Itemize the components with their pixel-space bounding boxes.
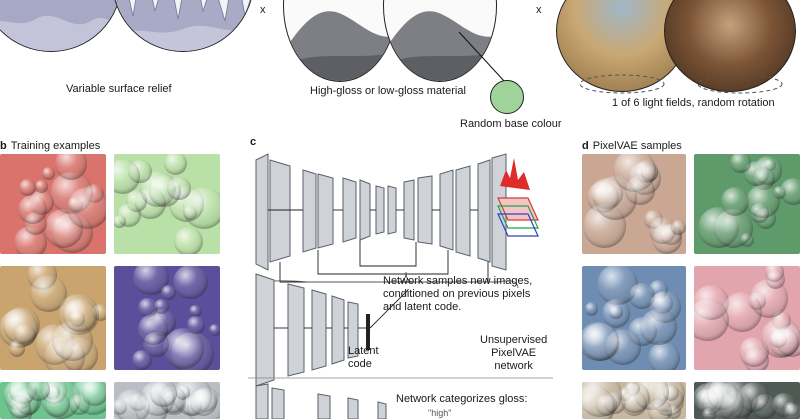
sample-tile-2 bbox=[694, 154, 800, 254]
training-tile-2 bbox=[114, 154, 220, 254]
panel-d-title: PixelVAE samples bbox=[592, 140, 682, 152]
texture-bubble bbox=[609, 305, 623, 319]
relief-illustration-1 bbox=[0, 0, 121, 51]
texture-bubble bbox=[18, 178, 36, 197]
texture-bubble bbox=[161, 285, 177, 301]
texture-bubble bbox=[694, 298, 729, 342]
sample-tile-5 bbox=[582, 382, 686, 419]
texture-bubble bbox=[584, 302, 598, 316]
texture-bubble bbox=[41, 166, 55, 180]
texture-bubble bbox=[154, 298, 170, 314]
texture-bubble bbox=[138, 297, 158, 317]
texture-bubble bbox=[619, 383, 651, 414]
relief-caption: Variable surface relief bbox=[66, 83, 172, 95]
texture-bubble bbox=[784, 403, 800, 419]
training-tile-1 bbox=[0, 154, 106, 254]
texture-bubble bbox=[18, 195, 48, 224]
base-colour-swatch bbox=[490, 80, 524, 114]
texture-bubble bbox=[640, 308, 677, 346]
samples-note: Network samples new images, conditioned … bbox=[383, 275, 533, 313]
latent-code-label: Latent code bbox=[348, 345, 379, 370]
gloss-word: "high" bbox=[428, 408, 452, 418]
light-caption: 1 of 6 light fields, random rotation bbox=[612, 97, 775, 109]
sample-tile-6 bbox=[694, 382, 800, 419]
texture-bubble bbox=[173, 266, 208, 300]
texture-bubble bbox=[8, 340, 26, 357]
network-architecture bbox=[248, 153, 553, 419]
texture-bubble bbox=[648, 341, 681, 370]
texture-bubble bbox=[162, 328, 204, 370]
rotation-arrows bbox=[579, 74, 783, 94]
multiply-sign-2: x bbox=[536, 4, 542, 16]
gloss-note: Network categorizes gloss: bbox=[396, 393, 528, 405]
texture-bubble bbox=[720, 391, 753, 419]
texture-bubble bbox=[721, 187, 750, 216]
sample-tile-3 bbox=[582, 266, 686, 370]
texture-bubble bbox=[8, 396, 32, 419]
training-tile-4 bbox=[114, 266, 220, 370]
texture-bubble bbox=[82, 382, 106, 407]
texture-bubble bbox=[3, 307, 40, 344]
texture-bubble bbox=[54, 154, 88, 180]
panel-b-letter: b bbox=[0, 140, 7, 152]
texture-bubble bbox=[187, 316, 205, 334]
texture-bubble bbox=[208, 323, 220, 337]
texture-bubble bbox=[67, 187, 106, 230]
sample-tile-1 bbox=[582, 154, 686, 254]
texture-bubble bbox=[137, 314, 169, 345]
base-colour-caption: Random base colour bbox=[460, 118, 562, 130]
texture-bubble bbox=[27, 382, 51, 402]
training-tile-5 bbox=[0, 382, 106, 419]
panel-b-title: Training examples bbox=[10, 140, 101, 152]
texture-bubble bbox=[149, 382, 177, 407]
training-tile-3 bbox=[0, 266, 106, 370]
material-illustration-1 bbox=[284, 11, 396, 81]
texture-bubble bbox=[34, 180, 48, 193]
pointer-line bbox=[458, 31, 506, 83]
panel-c-letter: c bbox=[250, 136, 257, 148]
surface-relief-dome-2 bbox=[112, 0, 254, 52]
texture-bubble bbox=[187, 388, 220, 419]
texture-bubble bbox=[173, 226, 203, 254]
texture-bubble bbox=[753, 168, 775, 191]
relief-illustration-2 bbox=[113, 0, 253, 51]
texture-bubble bbox=[761, 317, 800, 358]
texture-bubble bbox=[62, 337, 98, 370]
material-caption: High-gloss or low-gloss material bbox=[310, 85, 466, 97]
texture-bubble bbox=[671, 220, 686, 235]
surface-relief-dome-1 bbox=[0, 0, 122, 52]
texture-bubble bbox=[625, 175, 656, 206]
texture-bubble bbox=[647, 398, 673, 419]
sample-tile-4 bbox=[694, 266, 800, 370]
texture-bubble bbox=[730, 154, 752, 173]
texture-bubble bbox=[114, 214, 127, 229]
texture-bubble bbox=[582, 321, 619, 362]
material-dome-1 bbox=[283, 0, 397, 82]
panel-d-letter: d bbox=[582, 140, 589, 152]
texture-bubble bbox=[63, 298, 97, 333]
texture-bubble bbox=[163, 154, 187, 175]
texture-bubble bbox=[746, 185, 780, 219]
texture-bubble bbox=[189, 304, 202, 318]
texture-bubble bbox=[766, 269, 786, 289]
texture-bubble bbox=[779, 178, 800, 206]
training-tile-6 bbox=[114, 382, 220, 419]
texture-bubble bbox=[44, 391, 71, 418]
pixelvae-label: Unsupervised PixelVAE network bbox=[480, 334, 548, 372]
texture-bubble bbox=[132, 350, 153, 370]
multiply-sign-1: x bbox=[260, 4, 266, 16]
texture-bubble bbox=[701, 408, 717, 419]
texture-bubble bbox=[167, 176, 191, 200]
